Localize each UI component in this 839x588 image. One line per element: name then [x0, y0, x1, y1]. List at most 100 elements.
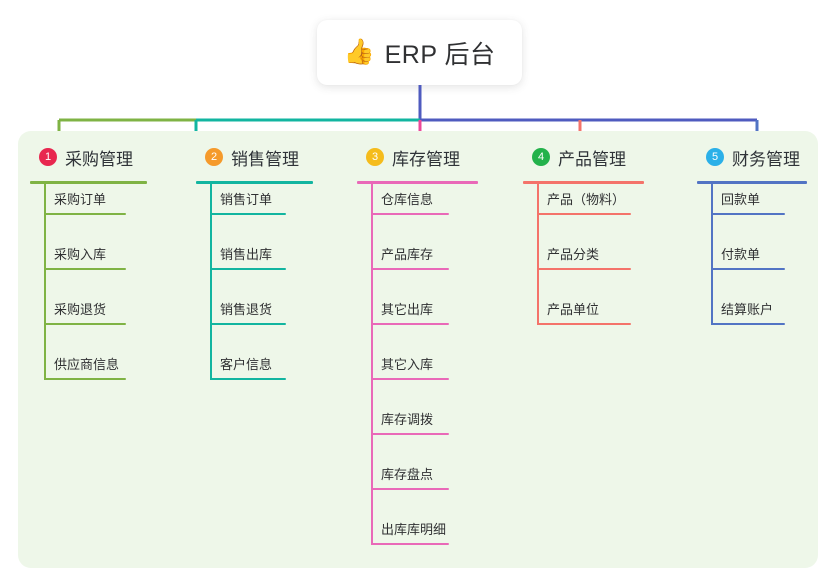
branch-header-5[interactable]: 5 财务管理 [697, 142, 807, 184]
leaf-underline [210, 213, 286, 215]
leaf-label: 库存调拨 [381, 412, 434, 427]
branch-spine-5 [711, 184, 713, 325]
root-node[interactable]: 👍 ERP 后台 [317, 20, 522, 85]
leaf-item[interactable]: 销售退货 [196, 294, 292, 325]
leaf-item[interactable]: 供应商信息 [30, 349, 132, 380]
leaf-underline [44, 323, 126, 325]
leaf-underline [371, 543, 449, 545]
leaf-label: 采购退货 [54, 302, 107, 317]
leaf-underline [210, 378, 286, 380]
root-node-title: ERP 后台 [384, 40, 496, 69]
leaf-underline [44, 213, 126, 215]
branch-header-2[interactable]: 2 销售管理 [196, 142, 313, 184]
leaf-label: 产品分类 [547, 247, 600, 262]
branch-title-3: 库存管理 [392, 149, 460, 169]
branch-column-3: 3 库存管理仓库信息产品库存其它出库其它入库库存调拨库存盘点出库库明细 [357, 142, 478, 545]
branch-number-badge-1: 1 [39, 148, 57, 166]
branch-underline-5 [697, 181, 807, 184]
leaf-item[interactable]: 结算账户 [697, 294, 791, 325]
leaf-item[interactable]: 库存盘点 [357, 459, 455, 490]
leaf-label: 其它出库 [381, 302, 434, 317]
branch-title-5: 财务管理 [732, 149, 800, 169]
leaf-item[interactable]: 客户信息 [196, 349, 292, 380]
branch-title-1: 采购管理 [65, 149, 133, 169]
leaf-underline [210, 268, 286, 270]
leaf-label: 产品单位 [547, 302, 600, 317]
branch-number-badge-3: 3 [366, 148, 384, 166]
branch-underline-2 [196, 181, 313, 184]
leaf-label: 客户信息 [220, 357, 273, 372]
branch-number-badge-4: 4 [532, 148, 550, 166]
leaf-underline [711, 268, 785, 270]
branch-spine-4 [537, 184, 539, 325]
leaf-item[interactable]: 库存调拨 [357, 404, 455, 435]
thumbs-up-icon: 👍 [343, 38, 375, 66]
leaf-item[interactable]: 回款单 [697, 184, 791, 215]
leaf-item[interactable]: 出库库明细 [357, 514, 455, 545]
leaf-label: 付款单 [721, 247, 761, 262]
branch-spine-2 [210, 184, 212, 380]
leaf-item[interactable]: 产品库存 [357, 239, 455, 270]
leaf-item[interactable]: 采购订单 [30, 184, 132, 215]
leaf-item[interactable]: 付款单 [697, 239, 791, 270]
branch-column-1: 1 采购管理采购订单采购入库采购退货供应商信息 [30, 142, 147, 380]
leaf-underline [371, 378, 449, 380]
branch-spine-3 [371, 184, 373, 545]
leaf-label: 结算账户 [721, 302, 774, 317]
branch-header-row: 1 采购管理 [30, 142, 147, 172]
leaf-label: 出库库明细 [381, 522, 447, 537]
leaf-underline [44, 268, 126, 270]
leaf-label: 产品（物料） [547, 192, 626, 207]
leaf-item[interactable]: 其它入库 [357, 349, 455, 380]
branch-header-1[interactable]: 1 采购管理 [30, 142, 147, 184]
leaf-underline [537, 213, 631, 215]
branch-column-2: 2 销售管理销售订单销售出库销售退货客户信息 [196, 142, 313, 380]
leaf-label: 仓库信息 [381, 192, 434, 207]
leaf-item[interactable]: 销售订单 [196, 184, 292, 215]
leaf-item[interactable]: 仓库信息 [357, 184, 455, 215]
leaf-label: 采购入库 [54, 247, 107, 262]
leaf-item[interactable]: 销售出库 [196, 239, 292, 270]
leaf-underline [537, 268, 631, 270]
root-node-content: 👍 ERP 后台 [343, 35, 495, 71]
leaf-label: 供应商信息 [54, 357, 120, 372]
leaf-item[interactable]: 产品单位 [523, 294, 637, 325]
leaf-item[interactable]: 采购入库 [30, 239, 132, 270]
leaf-label: 销售出库 [220, 247, 273, 262]
branch-spine-1 [44, 184, 46, 380]
leaf-label: 采购订单 [54, 192, 107, 207]
leaf-item[interactable]: 产品（物料） [523, 184, 637, 215]
branch-header-row: 2 销售管理 [196, 142, 313, 172]
leaf-underline [210, 323, 286, 325]
branch-header-row: 5 财务管理 [697, 142, 807, 172]
leaf-label: 回款单 [721, 192, 761, 207]
leaf-underline [44, 378, 126, 380]
leaf-underline [371, 268, 449, 270]
leaf-underline [711, 323, 785, 325]
leaf-label: 库存盘点 [381, 467, 434, 482]
content-panel [18, 131, 818, 568]
leaf-item[interactable]: 产品分类 [523, 239, 637, 270]
leaf-underline [371, 323, 449, 325]
leaf-item[interactable]: 其它出库 [357, 294, 455, 325]
branch-number-badge-5: 5 [706, 148, 724, 166]
branch-underline-4 [523, 181, 644, 184]
leaf-label: 产品库存 [381, 247, 434, 262]
branch-header-row: 3 库存管理 [357, 142, 478, 172]
leaf-underline [371, 213, 449, 215]
branch-number-badge-2: 2 [205, 148, 223, 166]
branch-underline-3 [357, 181, 478, 184]
leaf-label: 其它入库 [381, 357, 434, 372]
branch-underline-1 [30, 181, 147, 184]
branch-header-3[interactable]: 3 库存管理 [357, 142, 478, 184]
leaf-underline [371, 433, 449, 435]
leaf-underline [711, 213, 785, 215]
branch-title-2: 销售管理 [231, 149, 299, 169]
leaf-label: 销售订单 [220, 192, 273, 207]
leaf-item[interactable]: 采购退货 [30, 294, 132, 325]
branch-column-5: 5 财务管理回款单付款单结算账户 [697, 142, 807, 325]
